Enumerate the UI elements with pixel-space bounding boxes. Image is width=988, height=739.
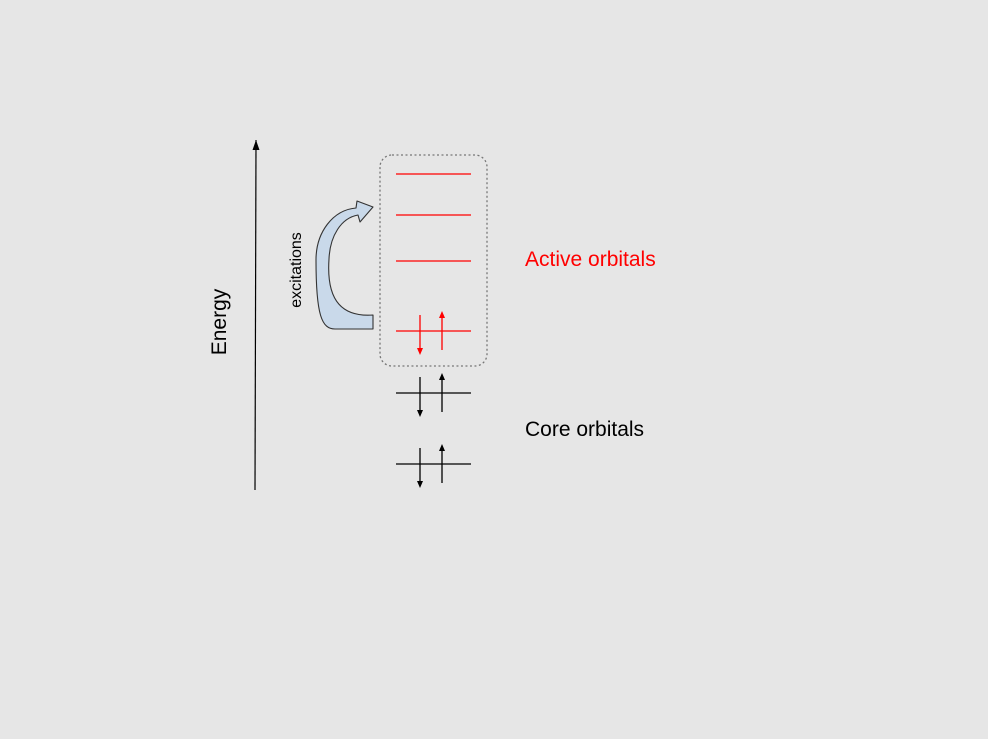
energy-axis [254, 139, 257, 491]
core-orbitals-label: Core orbitals [525, 418, 645, 441]
core-spin-down-arrowhead-icon-2 [417, 481, 423, 488]
core-spin-up-arrowhead-icon-2 [439, 444, 445, 451]
active-orbitals-label: Active orbitals [525, 248, 656, 271]
energy-axis-arrowhead [252, 140, 260, 150]
core-spin-down-arrowhead-icon-1 [417, 410, 423, 417]
active-spin-down-arrowhead-icon-4 [417, 348, 423, 355]
active-space-box [379, 154, 488, 367]
orbital-levels [396, 173, 471, 488]
active-spin-up-arrowhead-icon-4 [439, 311, 445, 318]
excitation-arrow-icon [315, 200, 374, 330]
core-spin-up-arrowhead-icon-1 [439, 373, 445, 380]
excitations-label: excitations [288, 232, 305, 308]
energy-axis-label: Energy [208, 288, 231, 356]
